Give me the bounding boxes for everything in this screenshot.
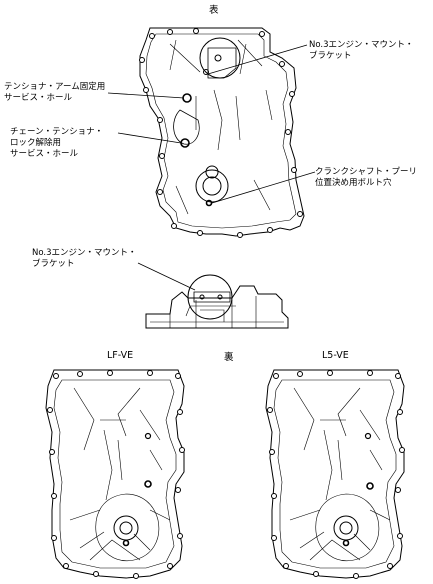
lf-ribs	[69, 387, 171, 561]
callout-arm-hole-line2: サービス・ホール	[4, 93, 73, 103]
callout-lock-hole-line3: サービス・ホール	[10, 149, 79, 159]
callout-arm-hole-line1: テンショナ・アーム固定用	[4, 82, 106, 92]
lf-hole-lower	[122, 539, 130, 547]
front-leaders	[107, 44, 316, 204]
back-title: 裏	[224, 352, 234, 363]
l5-ribs	[289, 387, 391, 561]
callout-side-mount-line1: No.3エンジン・マウント・	[32, 248, 137, 258]
side-view-body	[145, 285, 289, 329]
l5-hole-upper	[364, 432, 372, 440]
side-mount-bracket	[193, 291, 231, 303]
mount-bracket-plate	[207, 47, 237, 79]
callout-lock-hole-line2: ロック解除用	[10, 138, 62, 148]
l5-outline	[265, 369, 405, 579]
arm-service-hole	[182, 93, 192, 103]
callout-pulley-hole-line1: クランクシャフト・プーリ	[315, 167, 418, 177]
lf-bolt-bosses	[47, 370, 185, 579]
lf-outline	[45, 369, 185, 579]
lf-hole-mid	[144, 480, 152, 488]
callout-lock-hole: チェーン・テンショナ・ ロック解除用 サービス・ホール	[10, 127, 103, 160]
callout-lock-hole-line1: チェーン・テンショナ・	[10, 127, 104, 137]
mount-bracket-hole	[214, 54, 222, 62]
lf-crank-outer	[113, 515, 139, 541]
l5-bolt-bosses	[267, 370, 405, 579]
front-cover-inner-rim	[145, 33, 297, 229]
l5-crank-inner	[339, 521, 353, 535]
front-cover-outline	[139, 27, 305, 237]
lf-sprocket-recess	[95, 493, 160, 562]
callout-pulley-hole: クランクシャフト・プーリ 位置決め用ボルト穴	[315, 167, 417, 189]
mount-bracket-circle	[199, 37, 241, 79]
side-leader	[137, 262, 196, 291]
side-view-drawing	[137, 262, 289, 329]
side-mount-circle	[187, 274, 233, 320]
l5-hole-mid	[366, 482, 374, 490]
callout-side-mount-line2: ブラケット	[32, 259, 75, 269]
front-cover-drawing	[139, 27, 305, 238]
mount-bracket-hole-2	[203, 69, 209, 75]
front-bolt-bosses	[139, 28, 303, 238]
l5-sprocket-recess	[315, 493, 380, 562]
front-ribs	[169, 39, 273, 215]
upper-bore	[173, 109, 200, 145]
side-bracket-hole-2	[217, 294, 223, 300]
label-l5-ve: L5-VE	[322, 350, 349, 361]
front-title: 表	[209, 5, 219, 16]
back-cover-lf-ve-drawing	[45, 369, 185, 579]
callout-mount-bracket-line2: ブラケット	[309, 51, 352, 61]
back-cover-l5-ve-drawing	[265, 369, 405, 579]
l5-crank-outer	[333, 515, 359, 541]
lf-crank-inner	[119, 521, 133, 535]
callout-mount-bracket: No.3エンジン・マウント・ ブラケット	[309, 40, 414, 62]
lf-inner	[53, 379, 177, 569]
crank-seal-inner	[202, 176, 222, 196]
side-bracket-hole	[199, 294, 205, 300]
pulley-locating-hole	[205, 199, 213, 207]
callout-pulley-hole-line2: 位置決め用ボルト穴	[315, 178, 392, 188]
crank-boss	[205, 165, 219, 179]
label-lf-ve: LF-VE	[107, 350, 134, 361]
callout-mount-bracket-line1: No.3エンジン・マウント・	[309, 40, 414, 50]
lf-hole-upper	[144, 432, 152, 440]
crank-seal-outer	[195, 169, 229, 203]
callout-arm-hole: テンショナ・アーム固定用 サービス・ホール	[4, 82, 105, 104]
callout-side-mount: No.3エンジン・マウント・ ブラケット	[32, 248, 137, 270]
l5-inner	[273, 379, 397, 569]
l5-hole-lower	[342, 539, 350, 547]
